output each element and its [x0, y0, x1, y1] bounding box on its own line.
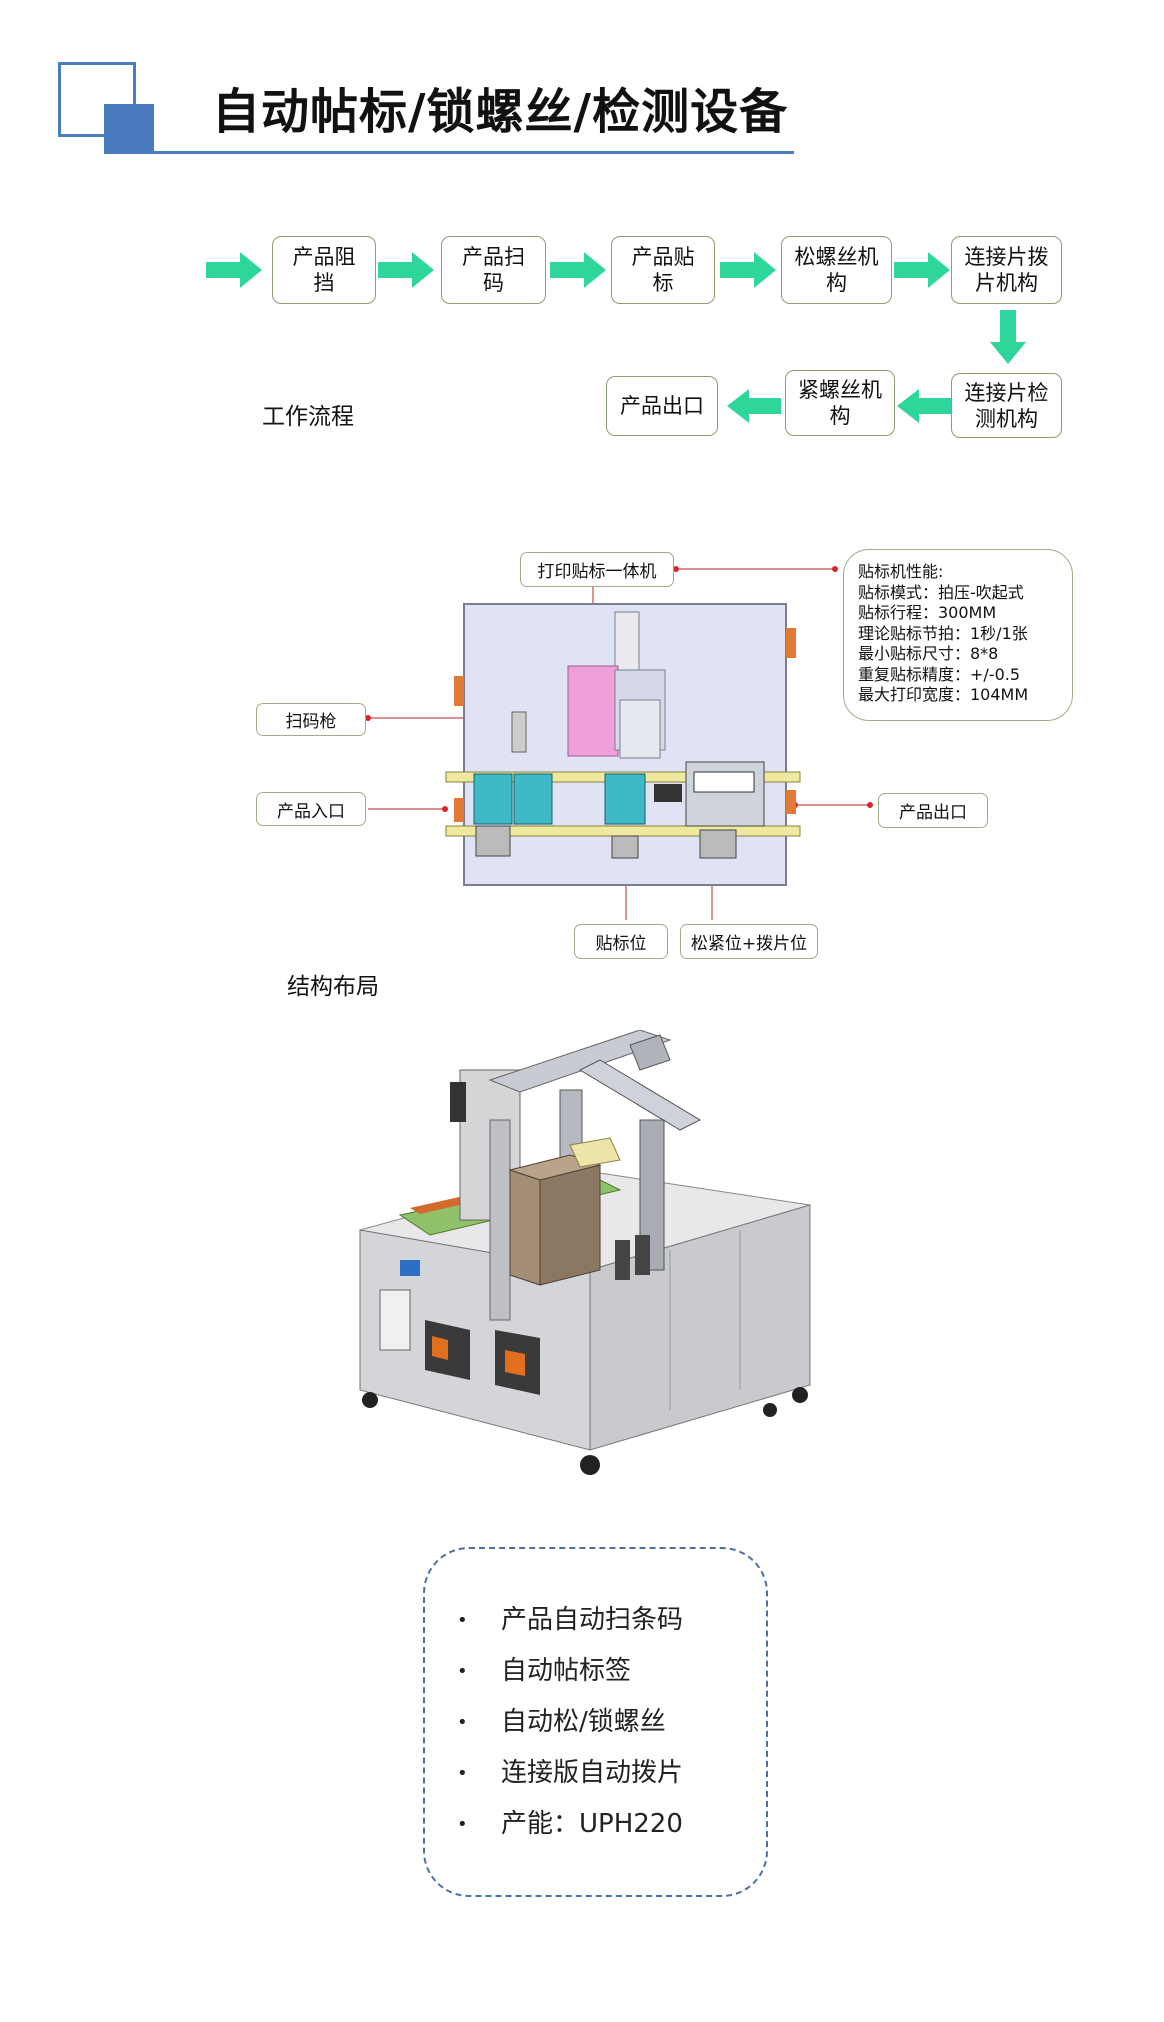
callout-product-exit: 产品出口 [878, 793, 988, 828]
arrow-left-icon [727, 389, 781, 423]
spec-line: 最小贴标尺寸：8*8 [858, 644, 999, 663]
title-decoration-block [104, 104, 154, 154]
machine-top-view [365, 566, 873, 920]
feature-text: 产能：UPH220 [501, 1809, 683, 1839]
arrow-down-icon [990, 310, 1026, 364]
feature-text: 自动帖标签 [501, 1656, 632, 1686]
feature-item: • 自动松/锁螺丝 [457, 1701, 666, 1738]
callout-print-label-machine: 打印贴标一体机 [520, 552, 674, 587]
machine-3d-render [359, 1030, 811, 1475]
callout-label-position: 贴标位 [574, 924, 668, 959]
title-decoration-outline [58, 62, 136, 137]
callout-loosen-tighten-position: 松紧位+拨片位 [680, 924, 818, 959]
callout-scanner: 扫码枪 [256, 703, 366, 736]
bullet-icon: • [457, 1814, 468, 1835]
flow-step-product-exit: 产品出口 [606, 376, 718, 436]
spec-line: 理论贴标节拍：1秒/1张 [858, 623, 1028, 643]
flow-step-loosen-screw: 松螺丝机构 [781, 236, 892, 304]
labeler-spec-box: 贴标机性能: 贴标模式：拍压-吹起式 贴标行程：300MM 理论贴标节拍：1秒/… [843, 549, 1073, 721]
flow-step-product-scan: 产品扫码 [441, 236, 546, 304]
flow-step-tighten-screw: 紧螺丝机构 [785, 370, 895, 436]
spec-line: 贴标行程：300MM [858, 603, 997, 622]
layout-label: 结构布局 [287, 974, 379, 1000]
bullet-icon: • [457, 1712, 468, 1733]
feature-text: 连接版自动拨片 [501, 1758, 684, 1788]
feature-text: 自动松/锁螺丝 [501, 1707, 666, 1737]
spec-header: 贴标机性能: [858, 562, 944, 581]
arrow-right-icon [894, 252, 950, 288]
arrow-right-icon [720, 252, 776, 288]
feature-item: • 产能：UPH220 [457, 1803, 683, 1840]
feature-item: • 自动帖标签 [457, 1650, 631, 1687]
callout-product-entry: 产品入口 [256, 792, 366, 826]
spec-line: 贴标模式：拍压-吹起式 [858, 582, 1024, 602]
spec-line: 最大打印宽度：104MM [858, 685, 1029, 704]
arrow-right-icon [206, 252, 262, 288]
flow-step-connector-pick: 连接片拨片机构 [951, 236, 1062, 304]
feature-text: 产品自动扫条码 [501, 1605, 684, 1635]
feature-list-box: • 产品自动扫条码 • 自动帖标签 • 自动松/锁螺丝 • 连接版自动拨片 • 产能：UP… [423, 1547, 768, 1897]
bullet-icon: • [457, 1763, 468, 1784]
flow-step-product-block: 产品阻挡 [272, 236, 376, 304]
feature-item: • 连接版自动拨片 [457, 1752, 683, 1789]
bullet-icon: • [457, 1610, 468, 1631]
flow-step-connector-inspect: 连接片检测机构 [951, 373, 1062, 438]
arrow-right-icon [550, 252, 606, 288]
arrow-right-icon [378, 252, 434, 288]
feature-item: • 产品自动扫条码 [457, 1599, 683, 1636]
page-title: 自动帖标/锁螺丝/检测设备 [212, 84, 789, 140]
arrow-left-icon [897, 389, 951, 423]
workflow-label: 工作流程 [262, 404, 354, 430]
spec-line: 重复贴标精度：+/-0.5 [858, 664, 1021, 684]
flow-step-product-label: 产品贴标 [611, 236, 715, 304]
title-underline [104, 151, 794, 154]
bullet-icon: • [457, 1661, 468, 1682]
